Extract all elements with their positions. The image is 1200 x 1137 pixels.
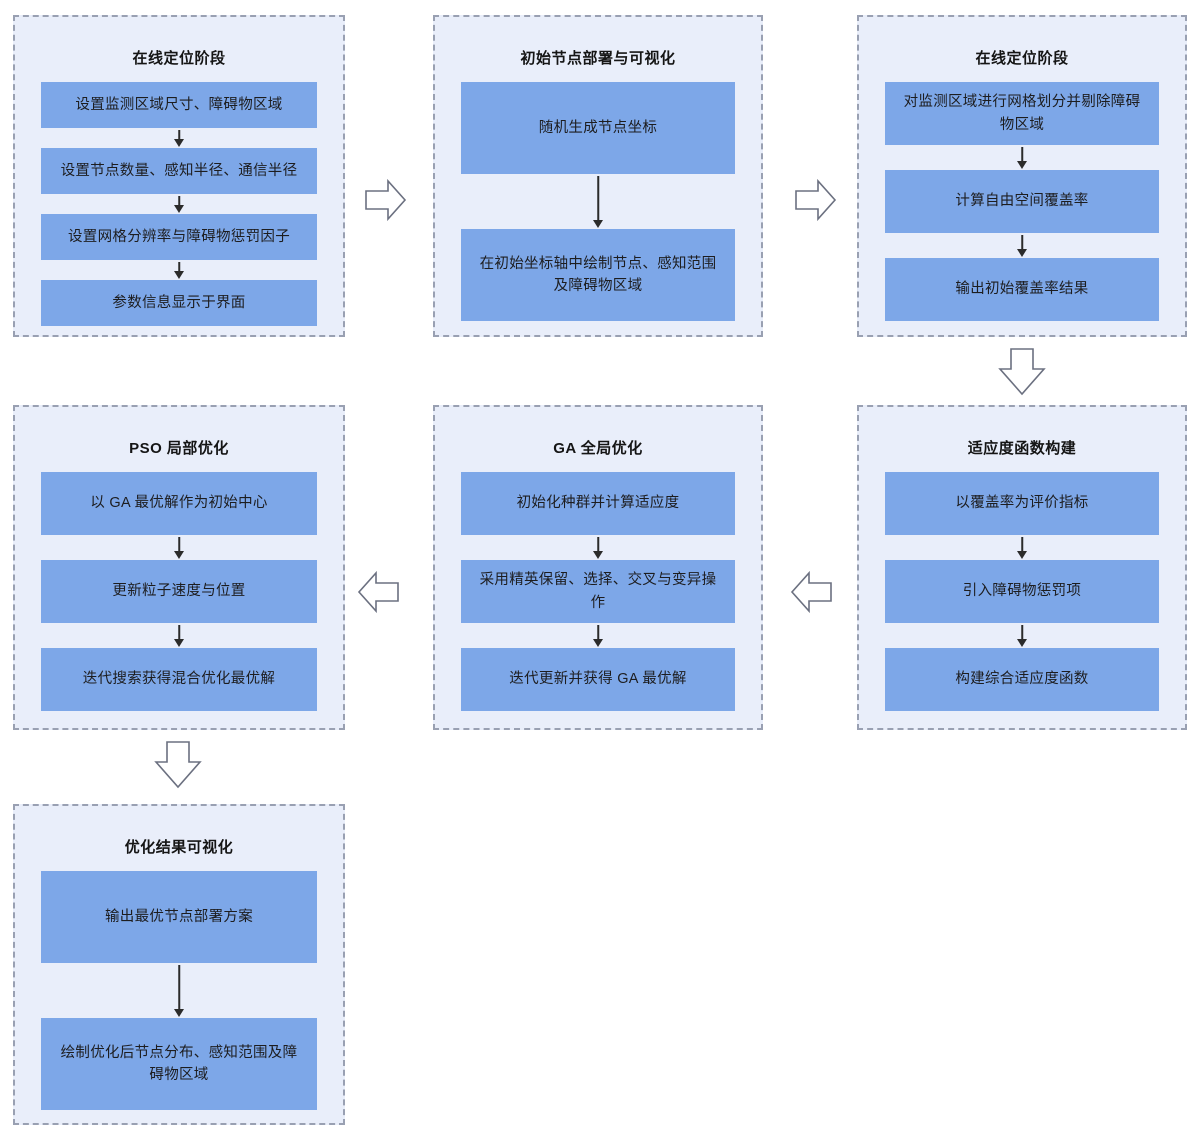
block-arrow-left-icon — [357, 570, 399, 614]
panel-body: 对监测区域进行网格划分并剔除障碍物区域 计算自由空间覆盖率 输出初始覆盖率结果 — [859, 82, 1185, 321]
panel-body: 随机生成节点坐标 在初始坐标轴中绘制节点、感知范围及障碍物区域 — [435, 82, 761, 321]
down-arrow-icon — [461, 174, 735, 229]
down-arrow-icon — [41, 194, 317, 214]
panel-title: 在线定位阶段 — [975, 50, 1069, 67]
step-box: 随机生成节点坐标 — [461, 82, 735, 174]
panel-grid-coverage: 在线定位阶段 对监测区域进行网格划分并剔除障碍物区域 计算自由空间覆盖率 输出初… — [857, 15, 1187, 337]
block-arrow-left-icon — [790, 570, 832, 614]
step-box: 参数信息显示于界面 — [41, 280, 317, 326]
panel-fitness-function: 适应度函数构建 以覆盖率为评价指标 引入障碍物惩罚项 构建综合适应度函数 — [857, 405, 1187, 730]
step-box: 更新粒子速度与位置 — [41, 560, 317, 623]
step-box: 设置节点数量、感知半径、通信半径 — [41, 148, 317, 194]
step-box: 采用精英保留、选择、交叉与变异操作 — [461, 560, 735, 623]
panel-body: 初始化种群并计算适应度 采用精英保留、选择、交叉与变异操作 迭代更新并获得 GA… — [435, 472, 761, 711]
panel-body: 以 GA 最优解作为初始中心 更新粒子速度与位置 迭代搜索获得混合优化最优解 — [15, 472, 343, 711]
step-box: 绘制优化后节点分布、感知范围及障碍物区域 — [41, 1018, 317, 1110]
step-box: 在初始坐标轴中绘制节点、感知范围及障碍物区域 — [461, 229, 735, 321]
step-box: 以覆盖率为评价指标 — [885, 472, 1159, 535]
step-box: 初始化种群并计算适应度 — [461, 472, 735, 535]
down-arrow-icon — [885, 233, 1159, 258]
step-box: 计算自由空间覆盖率 — [885, 170, 1159, 233]
panel-body: 设置监测区域尺寸、障碍物区域 设置节点数量、感知半径、通信半径 设置网格分辨率与… — [15, 82, 343, 326]
panel-initial-deployment: 初始节点部署与可视化 随机生成节点坐标 在初始坐标轴中绘制节点、感知范围及障碍物… — [433, 15, 763, 337]
down-arrow-icon — [41, 260, 317, 280]
down-arrow-icon — [461, 623, 735, 648]
down-arrow-icon — [461, 535, 735, 560]
down-arrow-icon — [41, 963, 317, 1018]
block-arrow-down-icon — [153, 741, 203, 789]
step-box: 引入障碍物惩罚项 — [885, 560, 1159, 623]
panel-body: 输出最优节点部署方案 绘制优化后节点分布、感知范围及障碍物区域 — [15, 871, 343, 1110]
step-box: 构建综合适应度函数 — [885, 648, 1159, 711]
panel-ga-global-optimization: GA 全局优化 初始化种群并计算适应度 采用精英保留、选择、交叉与变异操作 迭代… — [433, 405, 763, 730]
step-box: 输出初始覆盖率结果 — [885, 258, 1159, 321]
down-arrow-icon — [41, 623, 317, 648]
block-arrow-right-icon — [365, 178, 407, 222]
panel-title: GA 全局优化 — [553, 440, 643, 457]
block-arrow-right-icon — [795, 178, 837, 222]
down-arrow-icon — [885, 535, 1159, 560]
panel-title: 适应度函数构建 — [967, 440, 1077, 457]
panel-body: 以覆盖率为评价指标 引入障碍物惩罚项 构建综合适应度函数 — [859, 472, 1185, 711]
panel-title: 优化结果可视化 — [124, 839, 234, 856]
panel-online-setup: 在线定位阶段 设置监测区域尺寸、障碍物区域 设置节点数量、感知半径、通信半径 设… — [13, 15, 345, 337]
panel-title: 初始节点部署与可视化 — [520, 50, 676, 67]
down-arrow-icon — [885, 145, 1159, 170]
panel-result-visualization: 优化结果可视化 输出最优节点部署方案 绘制优化后节点分布、感知范围及障碍物区域 — [13, 804, 345, 1125]
step-box: 对监测区域进行网格划分并剔除障碍物区域 — [885, 82, 1159, 145]
step-box: 设置监测区域尺寸、障碍物区域 — [41, 82, 317, 128]
panel-title: 在线定位阶段 — [132, 50, 226, 67]
panel-pso-local-optimization: PSO 局部优化 以 GA 最优解作为初始中心 更新粒子速度与位置 迭代搜索获得… — [13, 405, 345, 730]
down-arrow-icon — [41, 128, 317, 148]
step-box: 迭代搜索获得混合优化最优解 — [41, 648, 317, 711]
step-box: 输出最优节点部署方案 — [41, 871, 317, 963]
step-box: 以 GA 最优解作为初始中心 — [41, 472, 317, 535]
step-box: 迭代更新并获得 GA 最优解 — [461, 648, 735, 711]
down-arrow-icon — [41, 535, 317, 560]
panel-title: PSO 局部优化 — [129, 440, 229, 457]
step-box: 设置网格分辨率与障碍物惩罚因子 — [41, 214, 317, 260]
down-arrow-icon — [885, 623, 1159, 648]
block-arrow-down-icon — [997, 348, 1047, 396]
